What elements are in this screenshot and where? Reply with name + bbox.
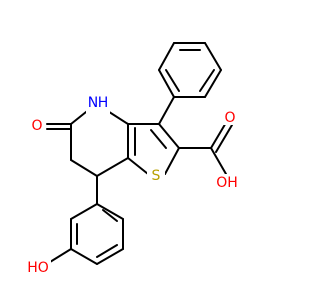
atom-labels: N H O S O OH HO <box>25 92 239 276</box>
nh-label: N H <box>86 92 110 116</box>
sulfur-label: S <box>147 166 165 184</box>
chemical-structure-diagram: N H O S O OH HO <box>25 42 239 276</box>
phenol-hydroxyl: HO <box>27 260 49 276</box>
acid-hydroxyl-label: OH <box>215 174 239 192</box>
nitrogen-atom-label: N <box>88 95 98 111</box>
bond-lines <box>46 42 233 265</box>
ketone-oxygen-atom: O <box>31 118 42 134</box>
phenol-hydroxyl-label: HO <box>25 258 51 276</box>
acid-oxygen-label: O <box>222 109 238 126</box>
carboxyl-hydroxyl: OH <box>216 175 238 191</box>
ketone-oxygen-label: O <box>29 116 45 134</box>
carboxyl-oxygen-atom: O <box>224 110 235 126</box>
nitrogen-hydrogen-label: H <box>98 95 109 111</box>
sulfur-atom: S <box>152 168 161 184</box>
